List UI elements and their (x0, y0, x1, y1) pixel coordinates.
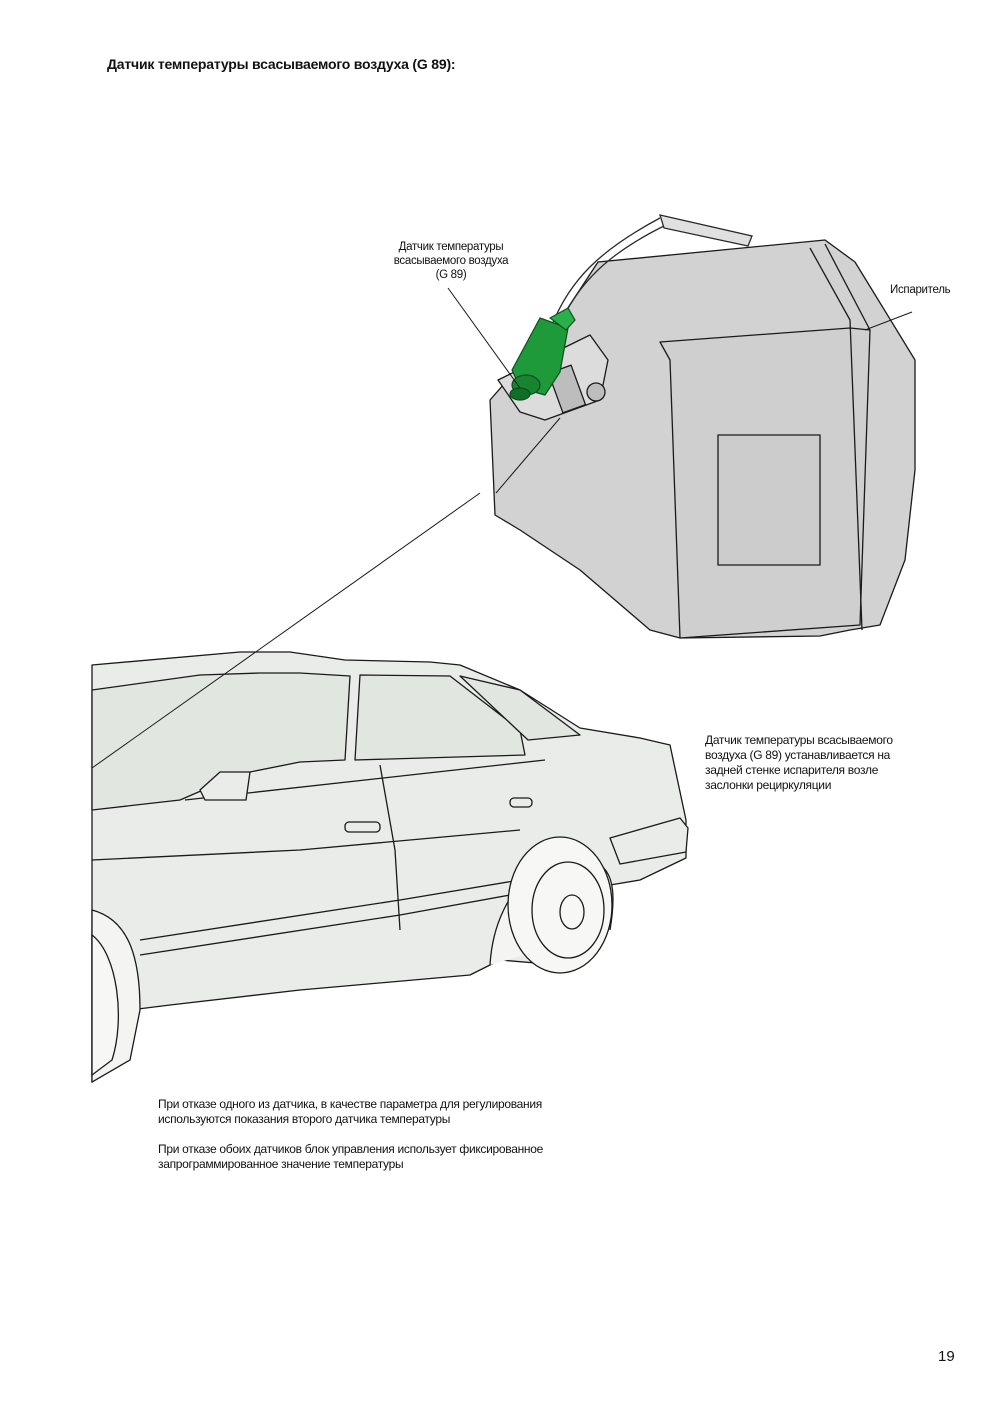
failure-note-both: При отказе обоих датчиков блок управлени… (158, 1142, 628, 1172)
sensor-g89 (509, 307, 576, 401)
failure-note-both-line-2: запрограммированное значение температуры (158, 1157, 404, 1171)
sensor-callout-line-1: Датчик температуры (398, 241, 504, 253)
sensor-callout-line-3: (G 89) (435, 269, 467, 281)
sensor-location-line-4: заслонки рециркуляции (705, 778, 832, 792)
sensor-location-line-3: задней стенке испарителя возле (705, 763, 879, 777)
evaporator-drawing (489, 239, 916, 639)
failure-note-both-line-1: При отказе обоих датчиков блок управлени… (158, 1142, 544, 1156)
evaporator-callout: Испаритель (890, 284, 951, 296)
sensor-location-line-1: Датчик температуры всасываемого (705, 733, 893, 747)
rear-wheel (507, 836, 613, 974)
failure-note-single-line-1: При отказе одного из датчика, в качестве… (158, 1097, 542, 1111)
failure-note-single: При отказе одного из датчика, в качестве… (158, 1097, 628, 1127)
sensor-location-note: Датчик температуры всасываемого воздуха … (705, 733, 945, 793)
page-number: 19 (938, 1348, 955, 1365)
front-wheel (91, 933, 120, 1077)
failure-note-single-line-2: используются показания второго датчика т… (158, 1112, 451, 1126)
sensor-wire (551, 214, 753, 329)
sensor-location-line-2: воздуха (G 89) устанавливается на (705, 748, 891, 762)
sensor-callout-line-2: всасываемого воздуха (393, 255, 509, 267)
leader-lines (91, 287, 913, 769)
page-title: Датчик температуры всасываемого воздуха … (107, 56, 456, 72)
sensor-callout: Датчик температуры всасываемого воздуха … (366, 240, 536, 282)
